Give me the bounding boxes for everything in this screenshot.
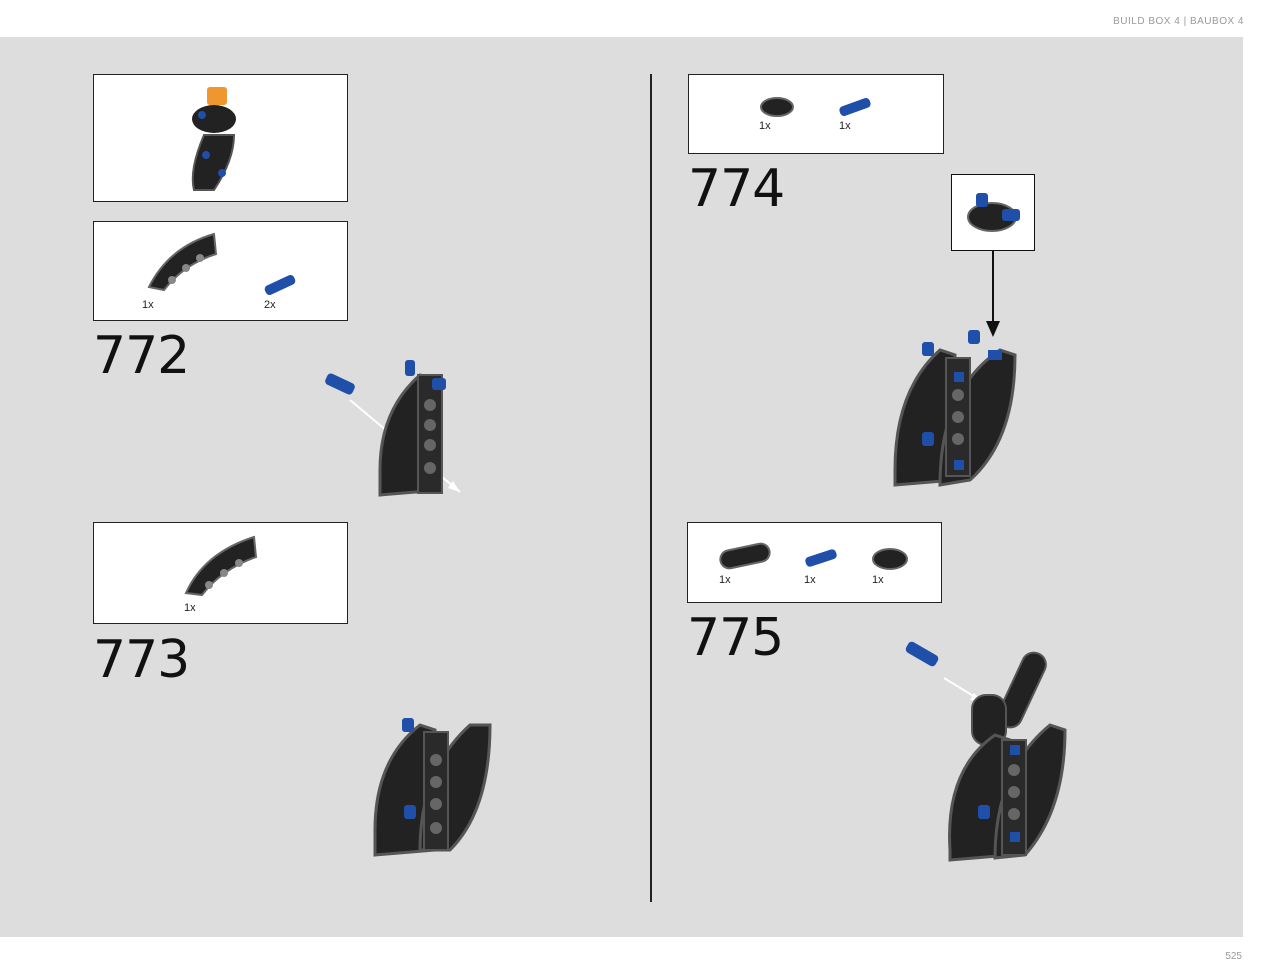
part-qty: 1x <box>142 299 154 311</box>
part-qty: 1x <box>759 120 771 132</box>
subassembly-overview-box <box>93 74 348 202</box>
callout-subassembly-icon <box>967 193 1020 232</box>
page-header: BUILD BOX 4 | BAUBOX 4 <box>1113 16 1244 27</box>
step-772-assembly-icon <box>325 360 461 497</box>
short-liftarm-icon <box>872 548 908 570</box>
blue-axle-pin-icon <box>839 97 871 117</box>
curved-liftarm-icon <box>147 232 218 292</box>
page-number: 525 <box>1225 951 1242 962</box>
callout-arrow <box>986 251 1000 337</box>
step-775-assembly-icon <box>905 641 1067 862</box>
step-773-parts-box: 1x <box>93 522 348 624</box>
part-qty: 1x <box>804 574 816 586</box>
step-number: 772 <box>93 326 190 386</box>
part-qty: 1x <box>184 602 196 614</box>
part-qty: 1x <box>719 574 731 586</box>
blue-axle-pin-icon <box>264 275 296 295</box>
liftarm-3-icon <box>719 542 771 570</box>
step-774-assembly-icon <box>893 330 1017 487</box>
part-qty: 2x <box>264 299 276 311</box>
blue-axle-pin-icon <box>805 549 837 567</box>
step-number: 773 <box>93 630 190 690</box>
subassembly-overview-icon <box>191 87 236 191</box>
part-qty: 1x <box>872 574 884 586</box>
column-divider <box>650 74 652 902</box>
step-772-parts-box: 1x 2x <box>93 221 348 321</box>
step-number: 774 <box>688 159 785 219</box>
step-number: 775 <box>687 608 784 668</box>
step-774-parts-box: 1x 1x <box>688 74 944 154</box>
step-774-callout-box <box>951 174 1035 251</box>
short-liftarm-icon <box>760 97 794 117</box>
part-qty: 1x <box>839 120 851 132</box>
step-775-parts-box: 1x 1x 1x <box>687 522 942 603</box>
step-773-assembly-icon <box>373 718 492 857</box>
curved-liftarm-icon <box>184 535 258 597</box>
